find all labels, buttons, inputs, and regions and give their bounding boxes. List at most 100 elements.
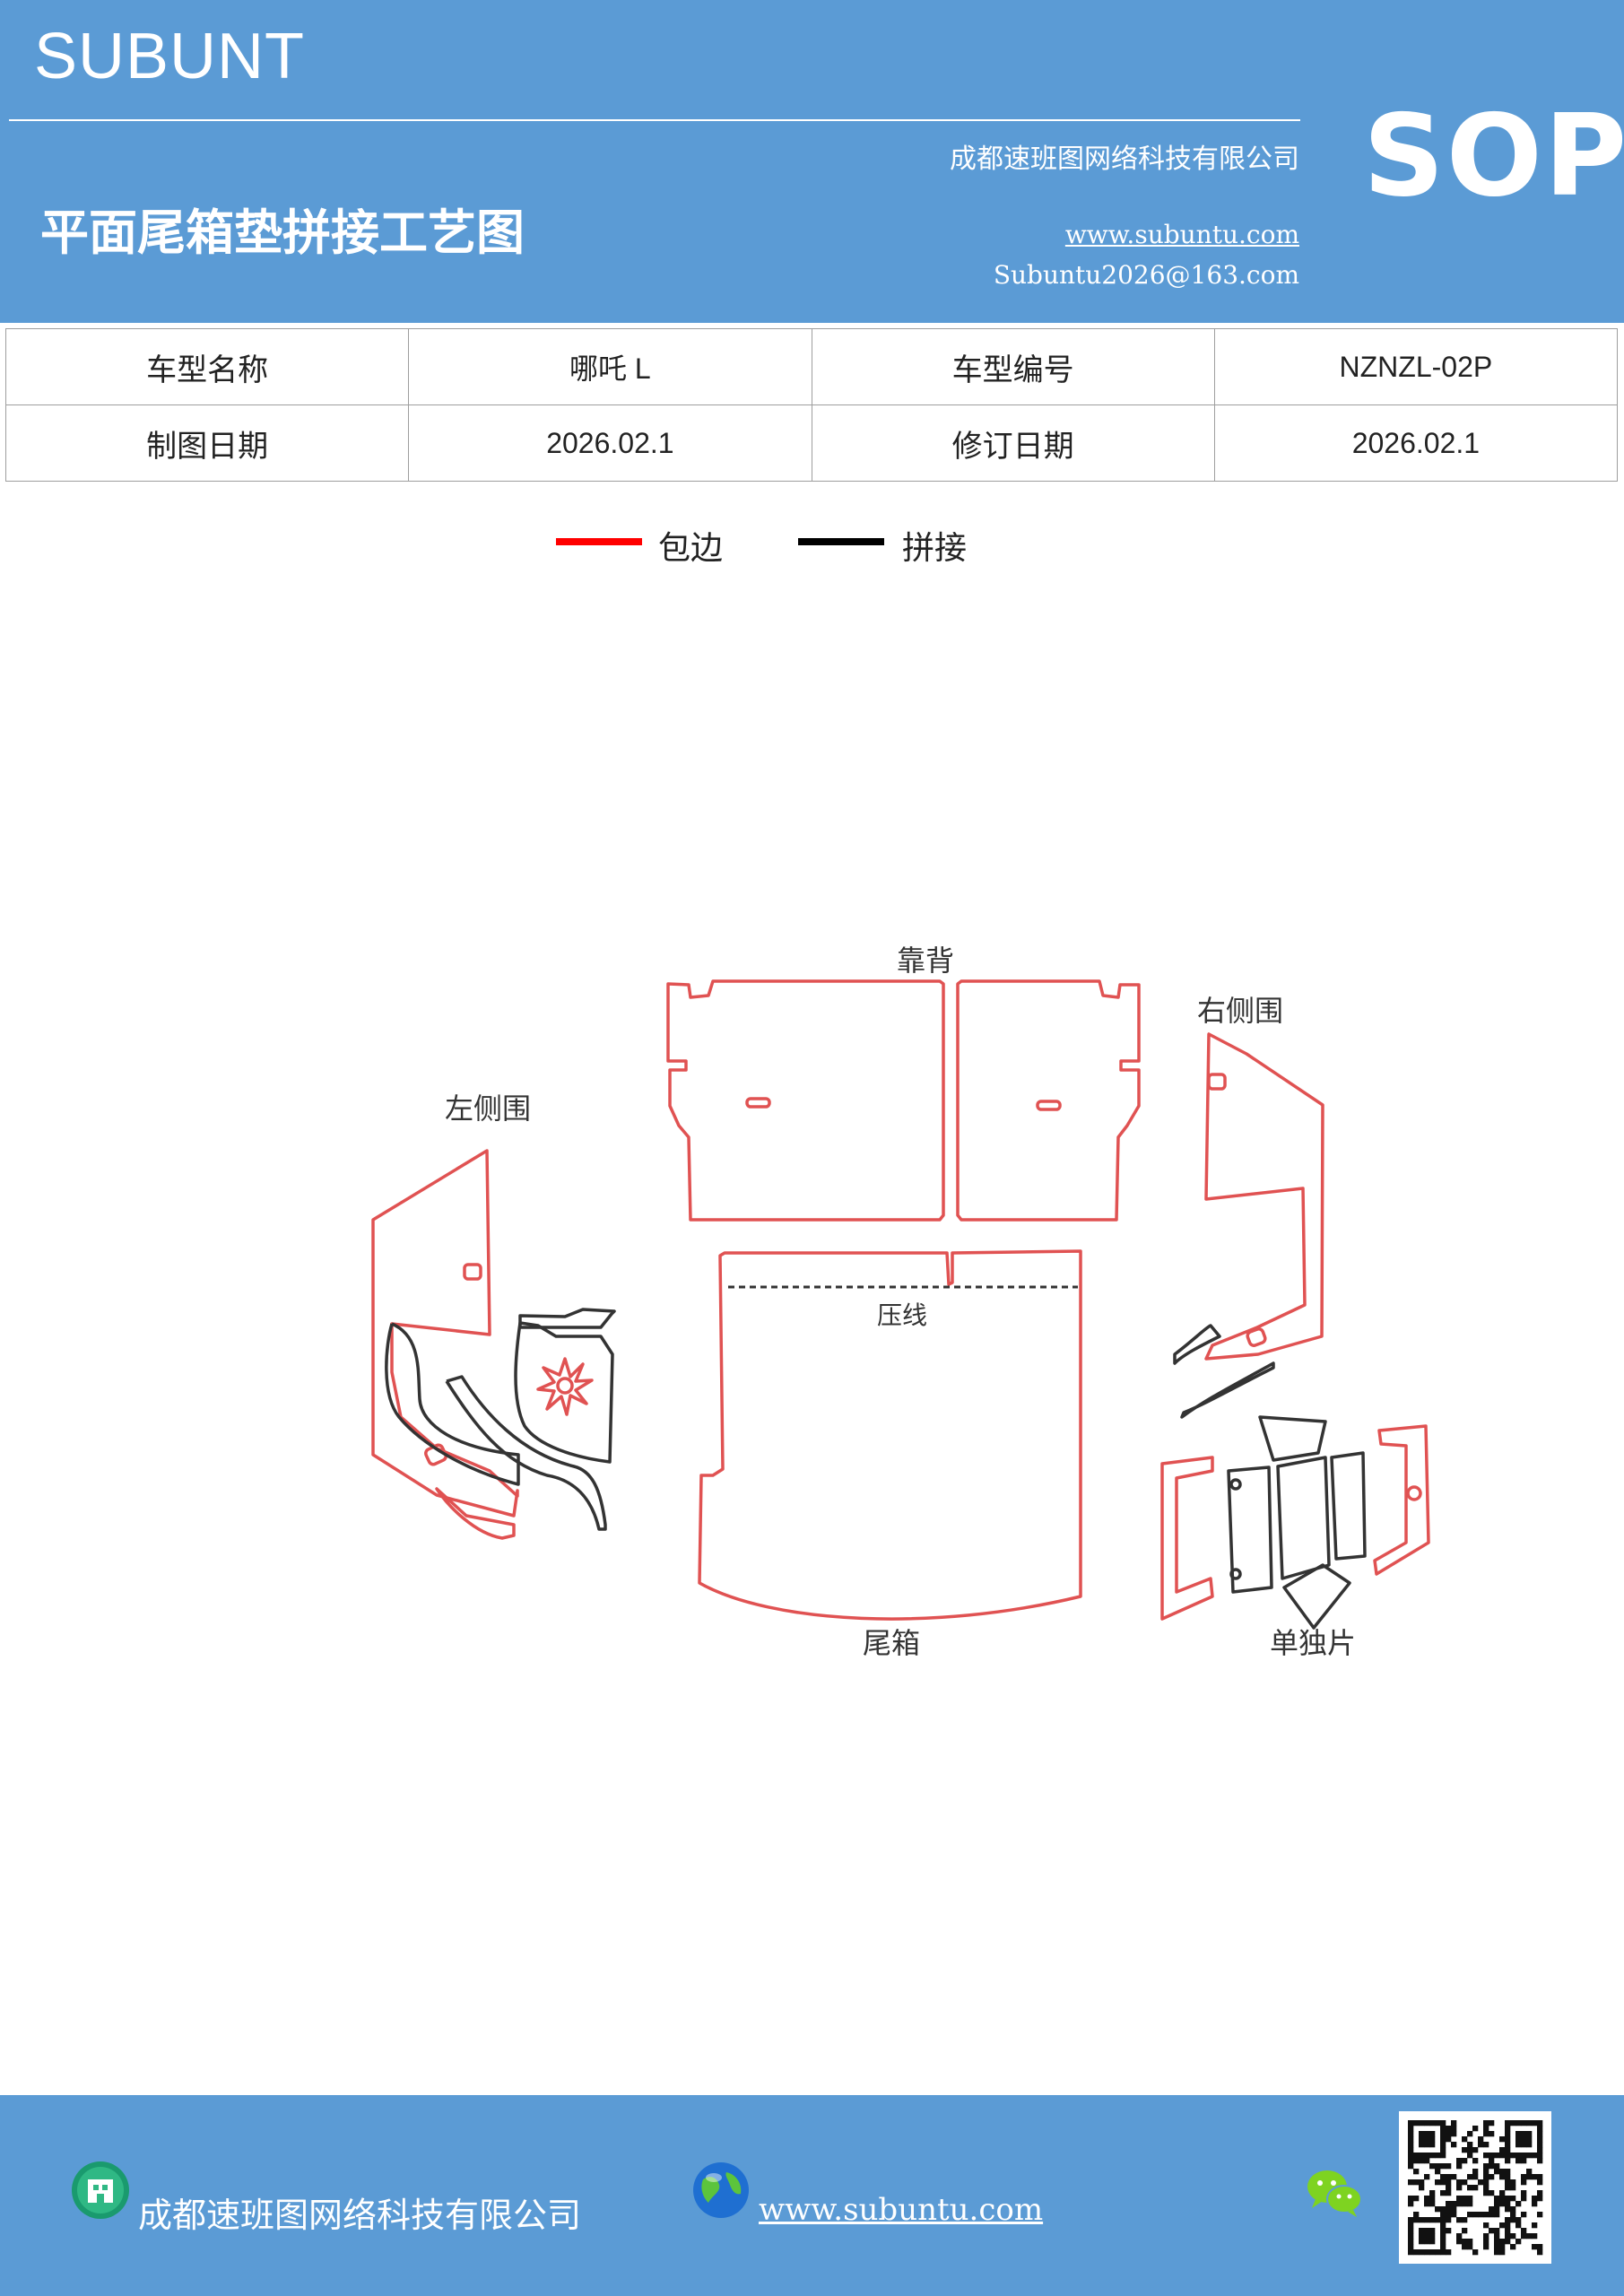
qr-module <box>1440 2136 1446 2143</box>
brand-name: SUBUNT <box>34 21 306 92</box>
qr-module <box>1462 2158 1468 2164</box>
revision-date-value: 2026.02.1 <box>1213 404 1619 482</box>
single-piece-hole <box>1406 1485 1422 1501</box>
qr-module <box>1446 2190 1452 2196</box>
qr-module <box>1467 2185 1473 2191</box>
qr-module <box>1429 2217 1436 2223</box>
qr-module <box>1472 2185 1479 2191</box>
right-side-seam-lower <box>1180 1361 1275 1419</box>
qr-module <box>1408 2142 1414 2148</box>
qr-module <box>1510 2152 1516 2159</box>
left-side-panel <box>371 1149 519 1518</box>
qr-code-icon[interactable] <box>1399 2111 1551 2264</box>
qr-module <box>1532 2233 1538 2239</box>
qr-module <box>1440 2233 1446 2239</box>
qr-module <box>1510 2244 1516 2250</box>
qr-module <box>1467 2244 1473 2250</box>
wechat-icon[interactable] <box>1305 2165 1364 2219</box>
qr-module <box>1424 2217 1430 2223</box>
qr-module <box>1467 2142 1473 2148</box>
qr-module <box>1521 2142 1527 2148</box>
qr-module <box>1413 2120 1420 2126</box>
qr-module <box>1505 2222 1511 2229</box>
qr-module <box>1419 2158 1425 2164</box>
qr-module <box>1499 2152 1506 2159</box>
qr-module <box>1408 2196 1414 2202</box>
qr-module <box>1494 2152 1500 2159</box>
qr-module <box>1521 2120 1527 2126</box>
qr-module <box>1413 2249 1420 2256</box>
qr-module <box>1451 2212 1457 2218</box>
header-website-link[interactable]: www.subuntu.com <box>1064 220 1299 249</box>
qr-module <box>1440 2152 1446 2159</box>
qr-module <box>1408 2201 1414 2207</box>
single-piece-bottom <box>1282 1563 1351 1630</box>
qr-module <box>1505 2131 1511 2137</box>
qr-module <box>1505 2126 1511 2132</box>
qr-module <box>1499 2201 1506 2207</box>
qr-module <box>1521 2228 1527 2234</box>
qr-module <box>1521 2158 1527 2164</box>
qr-module <box>1510 2179 1516 2186</box>
footer-website-link[interactable]: www.subuntu.com <box>759 2192 1044 2228</box>
qr-module <box>1446 2217 1452 2223</box>
qr-module <box>1429 2233 1436 2239</box>
qr-module <box>1515 2201 1522 2207</box>
qr-module <box>1494 2239 1500 2245</box>
qr-module <box>1521 2131 1527 2137</box>
model-name-value: 哪吒 L <box>408 328 812 405</box>
qr-module <box>1489 2120 1495 2126</box>
qr-module <box>1451 2131 1457 2137</box>
qr-module <box>1456 2158 1463 2164</box>
qr-module <box>1408 2126 1414 2132</box>
qr-module <box>1408 2244 1414 2250</box>
qr-module <box>1505 2158 1511 2164</box>
draw-date-label: 制图日期 <box>4 404 410 482</box>
qr-module <box>1424 2136 1430 2143</box>
qr-module <box>1494 2169 1500 2175</box>
qr-module <box>1440 2179 1446 2186</box>
qr-module <box>1494 2196 1500 2202</box>
qr-module <box>1413 2179 1420 2186</box>
qr-module <box>1467 2131 1473 2137</box>
qr-module <box>1408 2239 1414 2245</box>
qr-module <box>1408 2217 1414 2223</box>
left-side-lower-strip <box>435 1487 516 1540</box>
qr-module <box>1424 2158 1430 2164</box>
qr-module <box>1413 2217 1420 2223</box>
label-left-side: 左侧围 <box>445 1091 531 1126</box>
qr-module <box>1419 2120 1425 2126</box>
qr-module <box>1462 2228 1468 2234</box>
header-divider <box>9 119 1300 121</box>
qr-module <box>1499 2190 1506 2196</box>
qr-module <box>1456 2179 1463 2186</box>
qr-module <box>1440 2249 1446 2256</box>
qr-module <box>1537 2152 1543 2159</box>
qr-module <box>1429 2196 1436 2202</box>
qr-module <box>1429 2249 1436 2256</box>
qr-module <box>1478 2212 1484 2218</box>
left-side-slot-upper <box>463 1263 482 1281</box>
single-piece-b <box>1276 1456 1331 1580</box>
model-name-label: 车型名称 <box>4 328 410 405</box>
right-side-slot-lower <box>1246 1327 1267 1347</box>
qr-module <box>1521 2136 1527 2143</box>
qr-module <box>1419 2136 1425 2143</box>
qr-module <box>1505 2179 1511 2186</box>
qr-module <box>1419 2217 1425 2223</box>
qr-module <box>1435 2163 1441 2170</box>
qr-module <box>1537 2244 1543 2250</box>
qr-module <box>1446 2126 1452 2132</box>
qr-module <box>1521 2212 1527 2218</box>
qr-module <box>1451 2206 1457 2213</box>
qr-module <box>1419 2228 1425 2234</box>
qr-module <box>1483 2174 1489 2180</box>
vehicle-info-table: 车型名称 哪吒 L 车型编号 NZNZL-02P 制图日期 2026.02.1 … <box>4 328 1619 482</box>
qr-module <box>1505 2142 1511 2148</box>
qr-module <box>1424 2233 1430 2239</box>
table-row: 车型名称 哪吒 L 车型编号 NZNZL-02P <box>4 328 1619 405</box>
qr-module <box>1505 2185 1511 2191</box>
qr-module <box>1408 2179 1414 2186</box>
qr-module <box>1446 2228 1452 2234</box>
